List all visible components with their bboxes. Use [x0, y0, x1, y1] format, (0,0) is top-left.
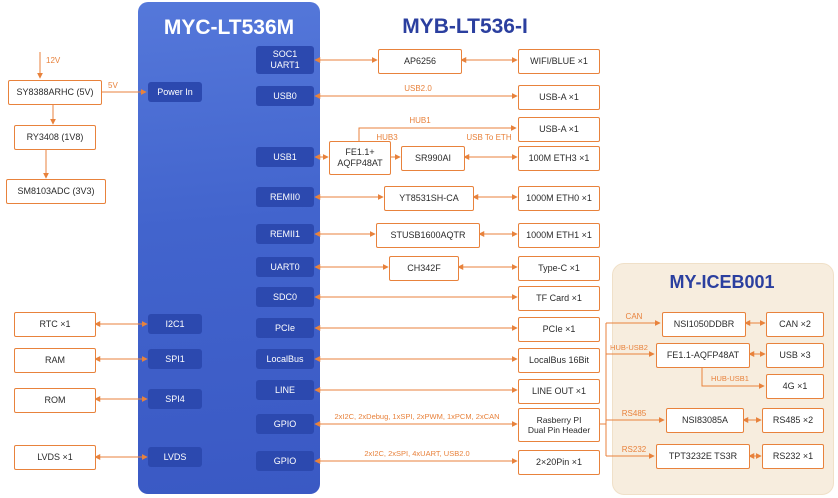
- rail-5v-label: 5V: [108, 81, 118, 90]
- output-type-c: Type-C ×1: [518, 256, 600, 281]
- rail-12v-label: 12V: [46, 56, 61, 65]
- port-power-in: Power In: [148, 82, 202, 102]
- bus-label-usb20: USB2.0: [404, 84, 432, 93]
- bus-label-gpio2: 2xI2C, 2xSPI, 4xUART, USB2.0: [364, 449, 470, 458]
- iceb-chip-fe11: FE1.1-AQFP48AT: [656, 343, 750, 368]
- output-eth1: 1000M ETH1 ×1: [518, 223, 600, 248]
- bus-label-hub3: HUB3: [376, 133, 398, 142]
- chip-sr990ai: SR990AI: [401, 146, 465, 171]
- iceb-output-rs485: RS485 ×2: [762, 408, 824, 433]
- iceb-chip-tpt3232: TPT3232E TS3R: [656, 444, 750, 469]
- ram-box: RAM: [14, 348, 96, 373]
- board-title: MYB-LT536-I: [402, 15, 528, 38]
- port-gpio-2: GPIO: [256, 451, 314, 471]
- iceb-output-rs232: RS232 ×1: [762, 444, 824, 469]
- port-gpio-1: GPIO: [256, 414, 314, 434]
- iceb-output-4g: 4G ×1: [766, 374, 824, 399]
- som-title: MYC-LT536M: [163, 16, 295, 39]
- port-localbus: LocalBus: [256, 349, 314, 369]
- output-pcie: PCIe ×1: [518, 317, 600, 342]
- output-rpi-header: Rasberry PI Dual Pin Header: [518, 408, 600, 442]
- output-eth0: 1000M ETH0 ×1: [518, 186, 600, 211]
- rtc-box: RTC ×1: [14, 312, 96, 337]
- chip-ch342f: CH342F: [389, 256, 459, 281]
- port-spi1: SPI1: [148, 349, 202, 369]
- iceb-label-hub-usb1: HUB-USB1: [711, 374, 749, 383]
- port-uart0: UART0: [256, 257, 314, 277]
- output-localbus: LocalBus 16Bit: [518, 348, 600, 373]
- iceb-label-hub-usb2: HUB-USB2: [610, 343, 648, 352]
- chip-yt8531: YT8531SH-CA: [384, 186, 474, 211]
- regulator-sm8103: SM8103ADC (3V3): [6, 179, 106, 204]
- expansion-title: MY-ICEB001: [669, 272, 775, 292]
- bus-label-gpio1: 2xI2C, 2xDebug, 1xSPI, 2xPWM, 1xPCM, 2xC…: [334, 412, 500, 421]
- lvds-box: LVDS ×1: [14, 445, 96, 470]
- output-wifi: WIFI/BLUE ×1: [518, 49, 600, 74]
- bus-label-hub1: HUB1: [409, 116, 431, 125]
- port-lvds: LVDS: [148, 447, 202, 467]
- port-usb1: USB1: [256, 147, 314, 167]
- output-line-out: LINE OUT ×1: [518, 379, 600, 404]
- port-line: LINE: [256, 380, 314, 400]
- iceb-chip-nsi1050: NSI1050DDBR: [662, 312, 746, 337]
- output-usb-a-1: USB-A ×1: [518, 85, 600, 110]
- chip-ap6256: AP6256: [378, 49, 462, 74]
- output-eth3: 100M ETH3 ×1: [518, 146, 600, 171]
- port-remii0: REMII0: [256, 187, 314, 207]
- port-usb0: USB0: [256, 86, 314, 106]
- rom-box: ROM: [14, 388, 96, 413]
- chip-stusb1600: STUSB1600AQTR: [376, 223, 480, 248]
- port-i2c1: I2C1: [148, 314, 202, 334]
- iceb-chip-nsi83085: NSI83085A: [666, 408, 744, 433]
- chip-usb-hub-fe11: FE1.1+ AQFP48AT: [329, 141, 391, 175]
- port-spi4: SPI4: [148, 389, 202, 409]
- regulator-sy8388: SY8388ARHC (5V): [8, 80, 102, 105]
- output-2x20pin: 2×20Pin ×1: [518, 450, 600, 475]
- iceb-label-rs232: RS232: [621, 445, 647, 454]
- bus-label-usb-to-eth: USB To ETH: [466, 133, 512, 142]
- output-tf-card: TF Card ×1: [518, 286, 600, 311]
- port-remii1: REMII1: [256, 224, 314, 244]
- regulator-ry3408: RY3408 (1V8): [14, 125, 96, 150]
- port-pcie: PCIe: [256, 318, 314, 338]
- iceb-output-can: CAN ×2: [766, 312, 824, 337]
- iceb-label-can: CAN: [625, 312, 643, 321]
- iceb-output-usb: USB ×3: [766, 343, 824, 368]
- output-usb-a-2: USB-A ×1: [518, 117, 600, 142]
- port-soc1-uart1: SOC1 UART1: [256, 46, 314, 74]
- iceb-label-rs485: RS485: [621, 409, 647, 418]
- port-sdc0: SDC0: [256, 287, 314, 307]
